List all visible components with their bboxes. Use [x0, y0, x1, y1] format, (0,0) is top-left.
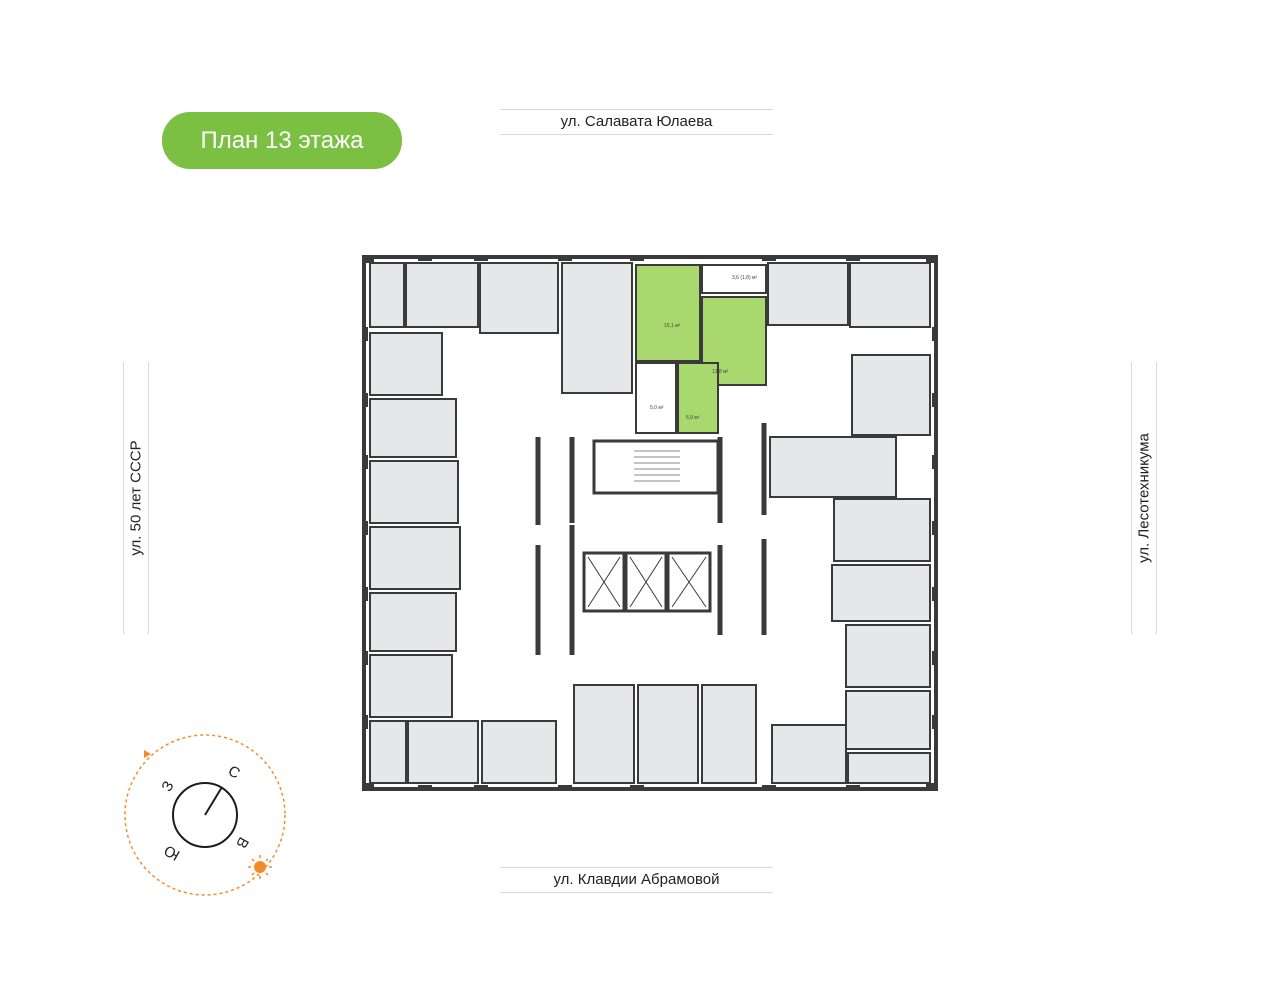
north-units: [479, 262, 931, 394]
street-north-label: ул. Салавата Юлаева: [500, 109, 773, 135]
street-south-label: ул. Клавдии Абрамовой: [500, 867, 773, 893]
floor-title-badge: План 13 этажа: [162, 112, 402, 169]
floor-plan: 15,1 м² 3,6 (1,8) м² 13,8 м² 5,0 м² 6,9 …: [362, 255, 938, 791]
room-balcony: [701, 264, 767, 294]
room-area-living: 15,1 м²: [664, 323, 681, 329]
orbit-arrow-icon: [144, 750, 151, 758]
building-core: [582, 439, 720, 613]
sun-icon: [248, 855, 272, 879]
elevator-shafts: [582, 551, 712, 613]
compass-needle: [204, 786, 223, 816]
street-east-label: ул. Лесотехникума: [1131, 362, 1157, 634]
room-living: [635, 264, 701, 362]
room-area-balcony: 3,6 (1,8) м²: [732, 275, 757, 281]
room-bathroom: [635, 362, 677, 434]
corridor-walls: [535, 423, 767, 655]
street-east-text: ул. Лесотехникума: [1135, 433, 1153, 563]
stairwell: [592, 439, 720, 495]
west-units: [369, 262, 479, 784]
compass-orbit: [124, 734, 286, 896]
room-area-bathroom: 5,0 м²: [650, 405, 664, 411]
room-area-bedroom: 13,8 м²: [712, 369, 729, 375]
room-hall: [677, 362, 719, 434]
street-west-label: ул. 50 лет СССР: [123, 362, 149, 634]
east-units: [769, 354, 931, 784]
compass: С В Ю З: [118, 730, 293, 900]
compass-graphic: [124, 734, 286, 896]
wall-pillars: [362, 255, 938, 791]
highlighted-apartment[interactable]: 15,1 м² 3,6 (1,8) м² 13,8 м² 5,0 м² 6,9 …: [635, 264, 767, 434]
south-units: [481, 684, 847, 784]
room-area-hall: 6,9 м²: [686, 415, 700, 421]
compass-dial: [172, 782, 238, 848]
street-west-text: ул. 50 лет СССР: [127, 440, 145, 556]
